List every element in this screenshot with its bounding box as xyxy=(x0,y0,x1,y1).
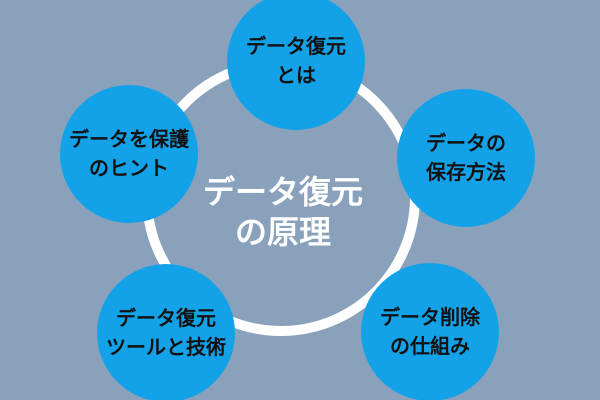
node-data-recovery-overview: データ復元 とは xyxy=(227,0,365,130)
node-line-1: データ復元 xyxy=(116,306,216,330)
node-line-1: データ削除 xyxy=(380,305,480,329)
node-line-2: のヒント xyxy=(89,156,169,180)
center-title-line-1: データ復元 xyxy=(202,173,363,211)
node-line-2: の仕組み xyxy=(390,334,470,358)
node-line-2: とは xyxy=(276,63,316,87)
node-line-1: データを保護 xyxy=(69,127,189,151)
center-title-line-2: の原理 xyxy=(234,213,331,251)
node-line-2: 保存方法 xyxy=(426,160,506,184)
node-line-1: データ復元 xyxy=(246,34,346,58)
node-data-storage-method: データの 保存方法 xyxy=(397,89,535,227)
node-data-protection-tips: データを保護 のヒント xyxy=(60,85,198,223)
node-line-2: ツールと技術 xyxy=(106,335,226,359)
node-line-1: データの xyxy=(426,131,506,155)
center-title: データ復元 の原理 xyxy=(180,172,386,252)
node-data-deletion-mechanism: データ削除 の仕組み xyxy=(361,263,499,400)
node-recovery-tools-techniques: データ復元 ツールと技術 xyxy=(97,264,235,400)
